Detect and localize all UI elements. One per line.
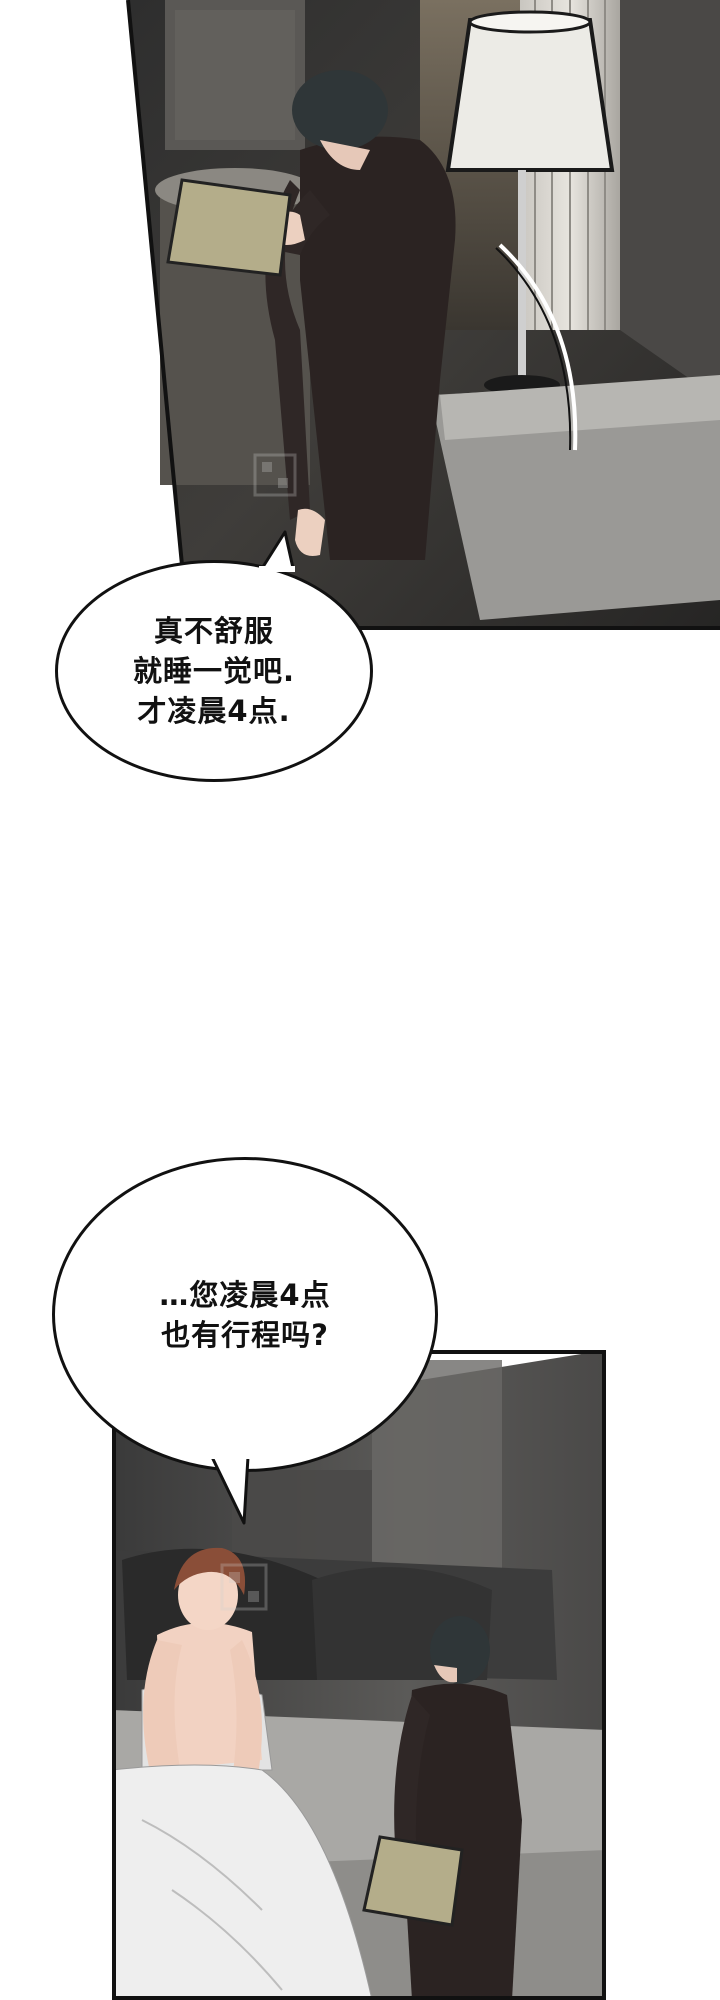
qr-watermark-icon — [220, 1563, 268, 1611]
bed-corner — [430, 380, 720, 620]
hand-lower — [295, 508, 325, 556]
panel-2-artwork — [112, 1350, 606, 2000]
bubble-1-tail — [259, 530, 295, 572]
suit-man-arm — [394, 1695, 430, 1870]
folder — [166, 178, 292, 277]
bed-top — [440, 375, 720, 440]
bubble-1-line-3: 才凌晨4点. — [137, 694, 291, 728]
motion-line — [498, 243, 578, 451]
suit-body — [300, 136, 456, 560]
bubble-1-line-2: 就睡一觉吧. — [132, 654, 296, 688]
qr-watermark-icon — [253, 453, 297, 497]
comic-panel-1 — [0, 0, 720, 630]
arm-left — [143, 1640, 182, 1780]
suit-man-ear — [434, 1665, 457, 1683]
speech-bubble-1: 真不舒服 就睡一觉吧. 才凌晨4点. — [55, 560, 373, 782]
wall-tile — [175, 10, 295, 140]
panel-1-artwork — [126, 0, 720, 630]
arm-right — [230, 1640, 262, 1780]
bed-sheet — [112, 1764, 373, 2000]
sheet-fold — [141, 1819, 263, 1911]
folder-held — [362, 1835, 464, 1927]
man-in-suit — [265, 70, 456, 560]
motion-line-shadow — [495, 247, 572, 451]
window-frame — [620, 0, 720, 400]
face — [178, 1560, 238, 1630]
speech-bubble-2: …您凌晨4点 也有行程吗? — [52, 1157, 438, 1472]
lamp-shade — [445, 18, 615, 172]
head-hair — [292, 70, 388, 150]
ear-neck — [320, 140, 370, 170]
comic-panel-2 — [112, 1350, 606, 2000]
bubble-2-line-1: …您凌晨4点 — [159, 1277, 331, 1312]
bubble-1-line-1: 真不舒服 — [153, 614, 274, 648]
bubble-2-line-2: 也有行程吗? — [161, 1317, 329, 1352]
hair-brown — [174, 1547, 246, 1595]
bubble-2-tail — [210, 1455, 250, 1525]
lamp-shade-top — [468, 10, 592, 34]
sheet-fold — [171, 1889, 283, 1991]
